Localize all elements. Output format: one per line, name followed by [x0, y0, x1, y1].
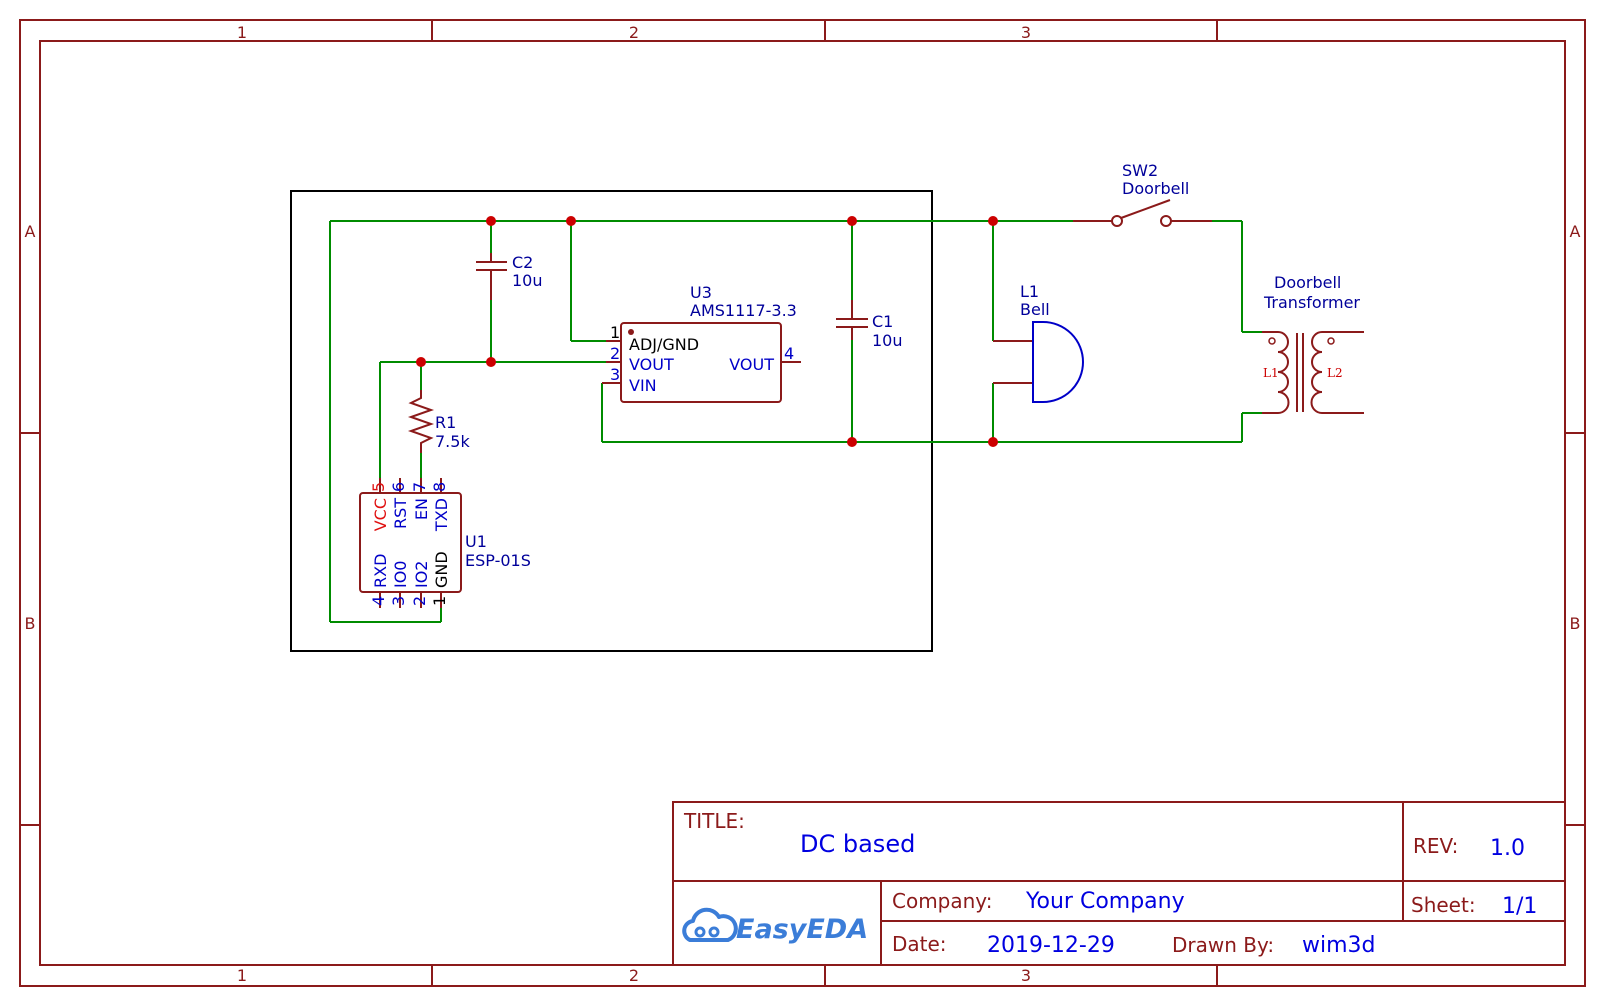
junction-dot: [486, 216, 496, 226]
resistor-r1[interactable]: R1 7.5k: [407, 390, 470, 453]
junction-dot: [847, 437, 857, 447]
u3-pin2-name: VOUT: [629, 355, 674, 374]
r1-ref-label: R1: [435, 413, 456, 432]
capacitor-c2[interactable]: C2 10u: [476, 253, 543, 300]
switch-sw2[interactable]: SW2 Doorbell: [1073, 161, 1212, 227]
transformer-coil2-label: L2: [1327, 366, 1343, 380]
title-value: DC based: [800, 830, 915, 858]
u1-pin3-number: 3: [389, 596, 408, 606]
u1-pin8-name: TXD: [432, 498, 451, 532]
sheet-value: 1/1: [1502, 894, 1537, 919]
easyeda-logo: EasyEDA: [682, 907, 868, 945]
rev-value: 1.0: [1490, 836, 1525, 861]
junction-dot: [988, 437, 998, 447]
u1-pin4-number: 4: [369, 596, 388, 606]
u1-pin2-number: 2: [410, 596, 429, 606]
junction-dot: [416, 357, 426, 367]
cloud-icon: [682, 907, 738, 942]
sw2-value-label: Doorbell: [1122, 179, 1189, 198]
drawn-by-value: wim3d: [1302, 933, 1376, 958]
u1-pin1-name: GND: [432, 551, 451, 588]
column-label-3-top: 3: [1021, 23, 1031, 42]
title-label: TITLE:: [683, 809, 745, 833]
module-u1-esp01s[interactable]: 5 6 7 8 VCC RST EN TXD RXD IO0 IO2 GND 4…: [359, 478, 531, 608]
logo-text: EasyEDA: [736, 914, 868, 945]
company-value: Your Company: [1025, 889, 1185, 914]
company-label: Company:: [892, 889, 992, 913]
row-label-a-right: A: [1570, 222, 1581, 241]
sheet-label: Sheet:: [1411, 893, 1476, 917]
u1-pin1-number: 1: [430, 596, 449, 606]
sw2-ref-label: SW2: [1122, 161, 1158, 180]
u3-pin4-name: VOUT: [729, 355, 774, 374]
u1-pin6-name: RST: [391, 498, 410, 529]
bell-value-label: Bell: [1020, 300, 1050, 319]
transformer-label-line2: Transformer: [1263, 293, 1360, 312]
rev-label: REV:: [1413, 834, 1458, 858]
row-label-a-left: A: [25, 222, 36, 241]
inner-border: [39, 40, 1566, 966]
junction-dot: [566, 216, 576, 226]
row-label-b-right: B: [1570, 614, 1581, 633]
title-block: TITLE: DC based REV: 1.0 Company: Your C…: [672, 801, 1566, 966]
u1-pin2-name: IO2: [412, 561, 431, 589]
outer-border: [19, 19, 1586, 987]
c1-value-label: 10u: [872, 331, 903, 350]
r1-value-label: 7.5k: [435, 432, 470, 451]
u3-pin1-number: 1: [610, 323, 620, 342]
bell-ref-label: L1: [1020, 282, 1039, 301]
transformer-label-line1: Doorbell: [1274, 273, 1341, 292]
capacitor-c1[interactable]: C1 10u: [836, 300, 903, 350]
c1-ref-label: C1: [872, 312, 893, 331]
column-label-2-top: 2: [629, 23, 639, 42]
u1-pin7-number: 7: [410, 482, 429, 492]
u1-pin3-name: IO0: [391, 561, 410, 589]
transformer-coil1-label: L1: [1263, 366, 1279, 380]
u3-pin3-number: 3: [610, 365, 620, 384]
bell-l1[interactable]: L1 Bell: [993, 282, 1084, 403]
u3-pin3-name: VIN: [629, 376, 657, 395]
column-label-1-bottom: 1: [237, 966, 247, 985]
u1-value-label: ESP-01S: [465, 551, 531, 570]
u3-pin4-number: 4: [784, 344, 794, 363]
drawn-by-label: Drawn By:: [1172, 933, 1274, 957]
junction-dot: [988, 216, 998, 226]
u1-ref-label: U1: [465, 532, 487, 551]
u1-pin6-number: 6: [389, 482, 408, 492]
column-label-2-bottom: 2: [629, 966, 639, 985]
date-label: Date:: [892, 932, 947, 956]
u3-ref-label: U3: [690, 283, 712, 302]
column-label-1-top: 1: [237, 23, 247, 42]
junction-dot: [847, 216, 857, 226]
u1-pin8-number: 8: [430, 482, 449, 492]
date-value: 2019-12-29: [987, 933, 1115, 958]
u1-pin4-name: RXD: [371, 554, 390, 588]
u1-pin7-name: EN: [412, 498, 431, 520]
u1-pin5-name: VCC: [371, 498, 390, 531]
c2-ref-label: C2: [512, 253, 533, 272]
regulator-u3[interactable]: U3 AMS1117-3.3 1 ADJ/GND 2 VOUT 3 VIN 4 …: [602, 283, 801, 403]
row-label-b-left: B: [25, 614, 36, 633]
u3-pin1-name: ADJ/GND: [629, 335, 699, 354]
doorbell-transformer[interactable]: L1 L2 Doorbell Transformer: [1262, 273, 1364, 414]
c2-value-label: 10u: [512, 271, 543, 290]
junction-dot: [486, 357, 496, 367]
u3-value-label: AMS1117-3.3: [690, 301, 797, 320]
module-boundary-box: [290, 190, 933, 652]
junctions: [416, 216, 998, 447]
column-label-3-bottom: 3: [1021, 966, 1031, 985]
u1-pin5-number: 5: [369, 482, 388, 492]
u3-pin2-number: 2: [610, 344, 620, 363]
